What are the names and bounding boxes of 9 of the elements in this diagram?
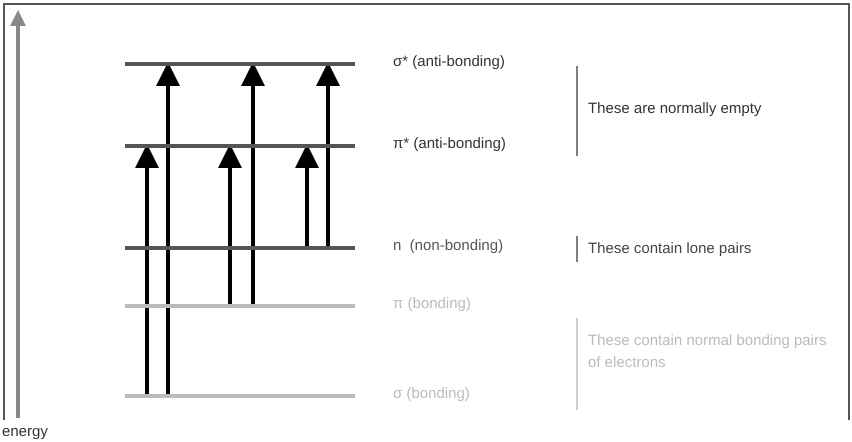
level-label: σ* (anti-bonding): [393, 52, 505, 72]
level-label: π* (anti-bonding): [393, 134, 506, 154]
level-label: σ (bonding): [393, 384, 470, 404]
note-text: These are normally empty: [588, 99, 762, 119]
note-text: These contain lone pairs: [588, 239, 752, 259]
note-text: These contain normal bonding pairs of electrons: [588, 331, 828, 373]
level-label: π (bonding): [393, 294, 471, 314]
axis-label: energy: [2, 422, 49, 442]
level-label: n (non-bonding): [393, 236, 504, 256]
